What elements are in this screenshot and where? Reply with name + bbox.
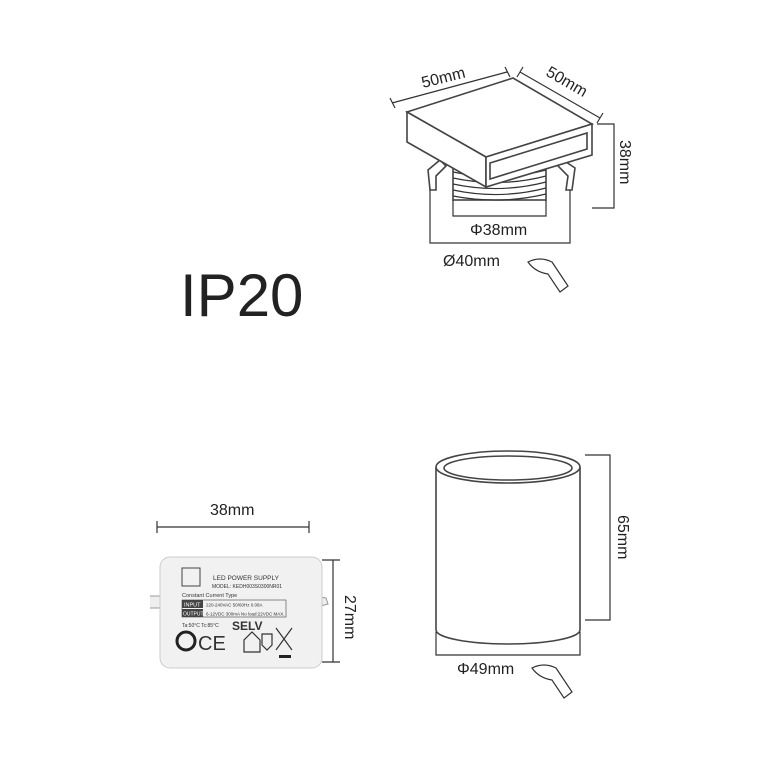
- inner-diameter-dimension: Φ38mm: [470, 222, 527, 239]
- height-dimension: 38mm: [616, 140, 633, 184]
- square-fixture-drawing: 50mm 50mm 38mm Φ38mm Ø40mm: [389, 64, 633, 293]
- output-value: 6-12VDC 300mA No load:22VDC MAX.: [206, 612, 285, 617]
- ce-mark: CE: [198, 633, 226, 655]
- cutout-diameter-dimension: Ø40mm: [443, 253, 500, 270]
- weee-icon: [275, 627, 293, 651]
- driver-type: Constant Current Type: [182, 593, 237, 599]
- driver-drawing: 38mm 27mm LED POWER SUPPLY MODEL: KEDH00…: [150, 502, 358, 669]
- driver-title: LED POWER SUPPLY: [213, 575, 280, 582]
- safety-shield-icon: [261, 633, 273, 651]
- spring-clip-left: [427, 158, 448, 191]
- driver-width-dimension: 38mm: [210, 502, 254, 519]
- indoor-use-icon: [243, 631, 261, 653]
- depth-dimension: 50mm: [543, 64, 590, 101]
- input-value: 220-240VAC 50/60Hz 0.08A: [206, 603, 262, 608]
- tuv-mark-icon: [175, 630, 197, 652]
- driver-height-dimension: 27mm: [341, 595, 358, 639]
- ip-rating: IP20: [180, 262, 303, 329]
- spring-clip-icon: [527, 258, 569, 293]
- temperature-ratings: Ta:50°C Tc:85°C: [182, 623, 219, 629]
- cylinder-height-dimension: 65mm: [614, 515, 631, 559]
- spring-clip-icon: [531, 664, 573, 699]
- brand-logo: [181, 567, 201, 587]
- cylinder-body: [435, 467, 581, 645]
- cylinder-inner-rim: [443, 455, 573, 481]
- selv-mark: SELV: [232, 619, 262, 633]
- input-tag: INPUT: [184, 603, 201, 609]
- cylinder-diameter-dimension: Φ49mm: [457, 661, 514, 678]
- width-dimension: 50mm: [420, 65, 467, 92]
- output-tag: OUTPUT: [183, 612, 204, 618]
- driver-model: MODEL: KEDH003S0300NR01: [212, 584, 282, 590]
- cylinder-drawing: 65mm Φ49mm: [435, 450, 631, 699]
- light-slot: [489, 131, 588, 181]
